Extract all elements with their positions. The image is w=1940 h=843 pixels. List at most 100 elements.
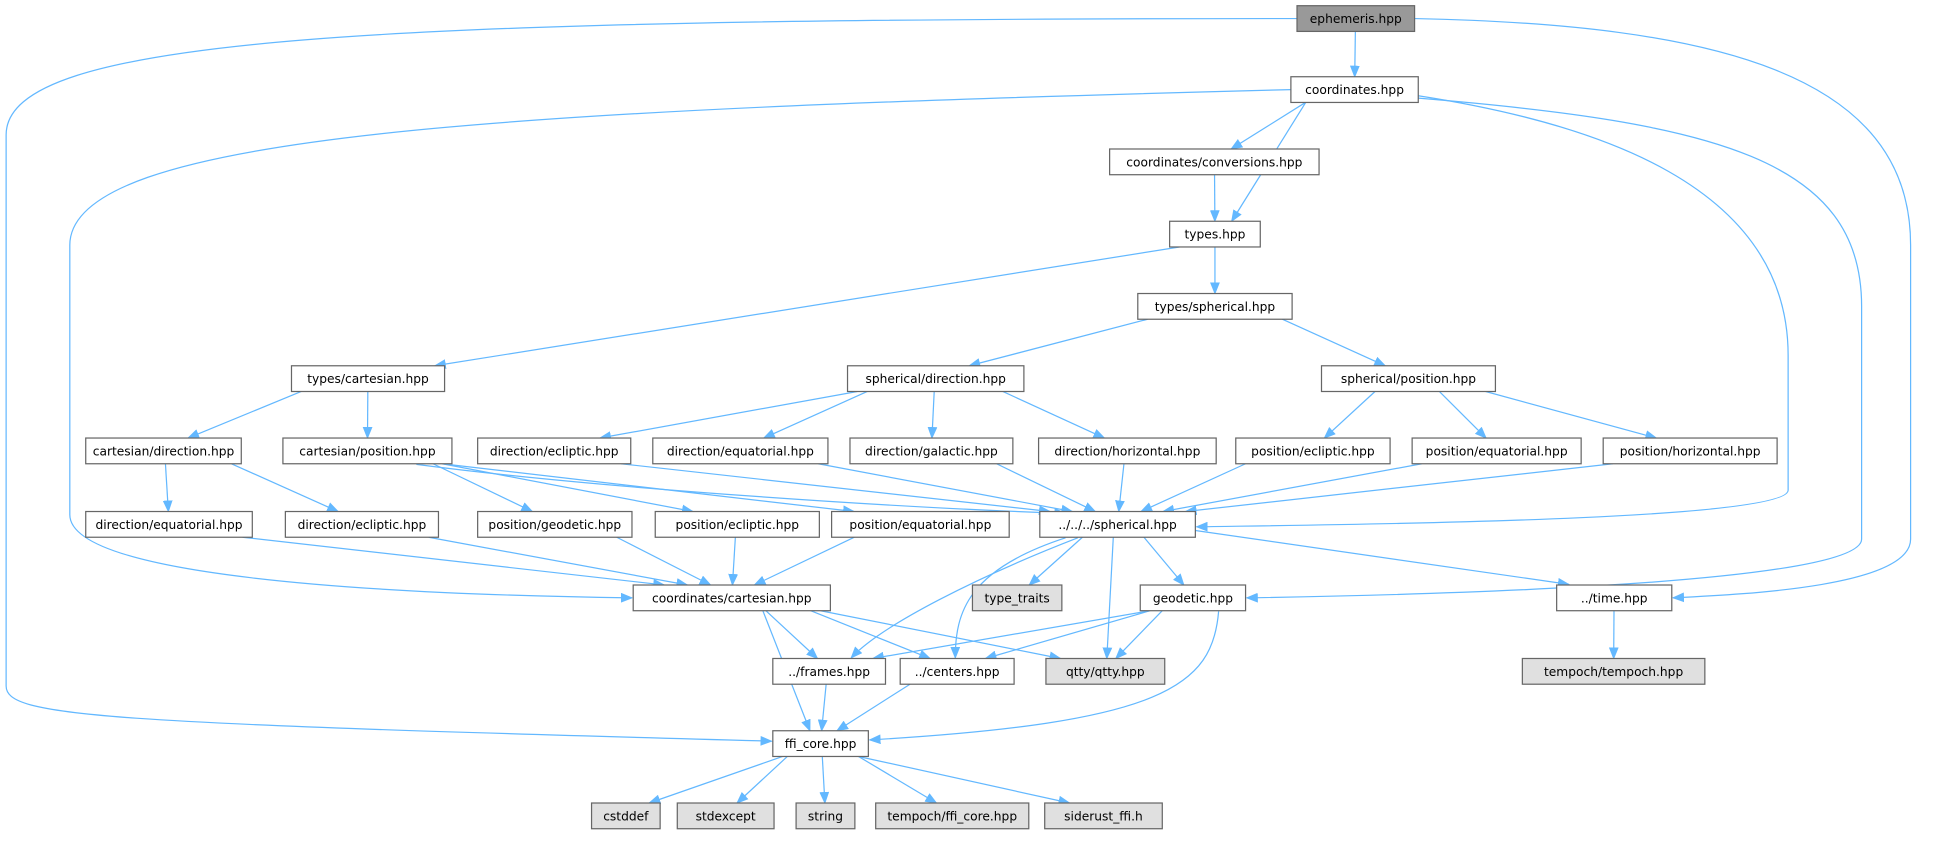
edge-sph_position-to-s_pos_equatorial bbox=[1438, 391, 1487, 439]
node-s-dir-galactic[interactable]: direction/galactic.hpp bbox=[849, 437, 1014, 465]
node-c-dir-ecliptic[interactable]: direction/ecliptic.hpp bbox=[284, 510, 440, 538]
node-coordinates[interactable]: coordinates.hpp bbox=[1290, 76, 1419, 104]
node-types-cartesian[interactable]: types/cartesian.hpp bbox=[290, 365, 446, 393]
node-box bbox=[1290, 76, 1419, 104]
node-box bbox=[632, 584, 831, 612]
node-s-dir-horizontal[interactable]: direction/horizontal.hpp bbox=[1037, 437, 1217, 465]
node-frames[interactable]: ../frames.hpp bbox=[772, 657, 887, 685]
edge-types_spherical-to-sph_position bbox=[1282, 318, 1387, 367]
node-sph-direction[interactable]: spherical/direction.hpp bbox=[846, 365, 1025, 393]
node-time[interactable]: ../time.hpp bbox=[1556, 584, 1673, 612]
node-types-spherical[interactable]: types/spherical.hpp bbox=[1137, 292, 1293, 320]
node-cart-direction[interactable]: cartesian/direction.hpp bbox=[85, 437, 242, 465]
node-spherical[interactable]: ../../../spherical.hpp bbox=[1039, 510, 1196, 538]
node-box bbox=[795, 802, 856, 830]
node-box bbox=[290, 365, 446, 393]
edge-types-to-types_cartesian bbox=[433, 246, 1180, 369]
node-geodetic[interactable]: geodetic.hpp bbox=[1139, 584, 1247, 612]
node-cstddef: cstddef bbox=[590, 802, 661, 830]
edge-coordinates-to-geodetic bbox=[1245, 97, 1863, 603]
node-coord-cartesian[interactable]: coordinates/cartesian.hpp bbox=[632, 584, 831, 612]
edge-types_cartesian-to-cart_direction bbox=[186, 390, 302, 439]
node-sph-position[interactable]: spherical/position.hpp bbox=[1320, 365, 1497, 393]
edge-sph_direction-to-s_dir_ecliptic bbox=[598, 390, 858, 441]
edge-sph_position-to-s_pos_horizontal bbox=[1485, 390, 1658, 440]
edges-layer bbox=[5, 17, 1912, 806]
node-c-dir-equatorial[interactable]: direction/equatorial.hpp bbox=[85, 510, 253, 538]
node-label: position/ecliptic.hpp bbox=[676, 518, 800, 532]
node-box bbox=[1045, 657, 1166, 685]
edge-geodetic-to-qtty bbox=[1114, 610, 1163, 660]
node-box bbox=[830, 510, 1010, 538]
edge-geodetic-to-ffi_core bbox=[868, 611, 1220, 745]
edge-s_dir_ecliptic-to-spherical bbox=[620, 463, 1052, 516]
edge-c_pos_equatorial-to-coord_cartesian bbox=[753, 536, 855, 586]
edge-coord_cartesian-to-frames bbox=[765, 610, 819, 660]
node-s-dir-ecliptic[interactable]: direction/ecliptic.hpp bbox=[477, 437, 632, 465]
node-s-pos-horizontal[interactable]: position/horizontal.hpp bbox=[1602, 437, 1778, 465]
node-tempoch: tempoch/tempoch.hpp bbox=[1521, 657, 1706, 685]
edge-ffi_core-to-cstddef bbox=[648, 755, 783, 805]
node-label: geodetic.hpp bbox=[1153, 591, 1233, 605]
node-conversions[interactable]: coordinates/conversions.hpp bbox=[1109, 148, 1320, 176]
node-label: ../frames.hpp bbox=[788, 665, 870, 679]
node-s-pos-equatorial[interactable]: position/equatorial.hpp bbox=[1411, 437, 1582, 465]
node-types[interactable]: types.hpp bbox=[1169, 220, 1261, 248]
edge-coordinates-to-conversions bbox=[1230, 101, 1306, 150]
node-box bbox=[1137, 292, 1293, 320]
edge-spherical-to-type_traits bbox=[1028, 536, 1083, 586]
edge-frames-to-ffi_core bbox=[817, 684, 828, 732]
edge-sph_position-to-s_pos_ecliptic bbox=[1323, 391, 1376, 439]
edge-c_dir_equatorial-to-coord_cartesian bbox=[242, 536, 666, 589]
node-label: cartesian/position.hpp bbox=[299, 445, 436, 459]
node-ephemeris[interactable]: ephemeris.hpp bbox=[1296, 5, 1416, 33]
node-label: position/geodetic.hpp bbox=[488, 518, 621, 532]
edge-geodetic-to-centers bbox=[984, 610, 1151, 661]
node-box bbox=[1235, 437, 1391, 465]
node-label: position/horizontal.hpp bbox=[1620, 445, 1761, 459]
node-label: coordinates/cartesian.hpp bbox=[652, 591, 812, 605]
node-box bbox=[1169, 220, 1261, 248]
node-label: direction/equatorial.hpp bbox=[667, 445, 814, 459]
node-label: types/spherical.hpp bbox=[1155, 300, 1276, 314]
node-label: cstddef bbox=[603, 809, 649, 823]
node-box bbox=[899, 657, 1015, 685]
node-box bbox=[590, 802, 661, 830]
edge-types_spherical-to-sph_direction bbox=[968, 318, 1148, 368]
node-label: stdexcept bbox=[696, 809, 756, 823]
node-label: ../../../spherical.hpp bbox=[1058, 518, 1177, 532]
node-cart-position[interactable]: cartesian/position.hpp bbox=[282, 437, 453, 465]
node-box bbox=[652, 437, 829, 465]
edge-spherical-to-qtty bbox=[1102, 537, 1114, 660]
node-label: tempoch/tempoch.hpp bbox=[1544, 665, 1683, 679]
node-s-pos-ecliptic[interactable]: position/ecliptic.hpp bbox=[1235, 437, 1391, 465]
node-box bbox=[1521, 657, 1706, 685]
node-label: type_traits bbox=[984, 591, 1049, 605]
node-label: coordinates/conversions.hpp bbox=[1126, 155, 1302, 169]
node-label: position/ecliptic.hpp bbox=[1251, 445, 1375, 459]
edge-s_dir_horizontal-to-spherical bbox=[1115, 463, 1125, 513]
node-ffi-core[interactable]: ffi_core.hpp bbox=[772, 730, 869, 758]
node-label: spherical/position.hpp bbox=[1341, 372, 1476, 386]
node-centers[interactable]: ../centers.hpp bbox=[899, 657, 1015, 685]
node-label: ../time.hpp bbox=[1581, 591, 1648, 605]
edge-s_dir_galactic-to-spherical bbox=[996, 463, 1097, 513]
node-box bbox=[85, 510, 253, 538]
node-box bbox=[477, 510, 633, 538]
node-box bbox=[1602, 437, 1778, 465]
node-c-pos-geodetic[interactable]: position/geodetic.hpp bbox=[477, 510, 633, 538]
node-box bbox=[1044, 802, 1163, 830]
node-c-pos-equatorial[interactable]: position/equatorial.hpp bbox=[830, 510, 1010, 538]
node-label: types.hpp bbox=[1185, 228, 1246, 242]
node-s-dir-equatorial[interactable]: direction/equatorial.hpp bbox=[652, 437, 829, 465]
edge-cart_position-to-c_pos_geodetic bbox=[432, 463, 534, 513]
node-label: direction/ecliptic.hpp bbox=[490, 445, 619, 459]
node-label: direction/galactic.hpp bbox=[865, 445, 998, 459]
node-c-pos-ecliptic[interactable]: position/ecliptic.hpp bbox=[654, 510, 820, 538]
node-box bbox=[1037, 437, 1217, 465]
node-box bbox=[477, 437, 632, 465]
edge-ffi_core-to-siderust_ffi bbox=[858, 755, 1071, 806]
node-type-traits: type_traits bbox=[971, 584, 1063, 612]
node-label: tempoch/ffi_core.hpp bbox=[887, 809, 1017, 823]
